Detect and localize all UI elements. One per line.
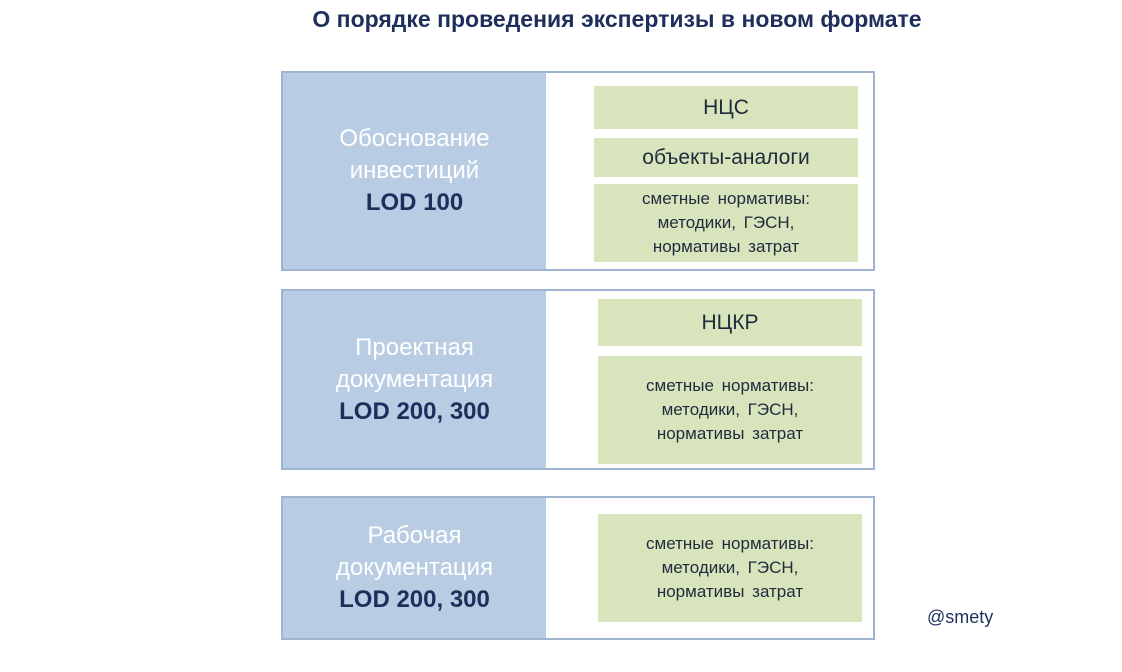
item-ncs: НЦС [594, 86, 858, 129]
item-estimate-norms: сметные нормативы: методики, ГЭСН, норма… [594, 184, 858, 262]
stage-name-line2: документация [335, 554, 494, 581]
stage-lod: LOD 200, 300 [339, 586, 490, 613]
item-estimate-norms: сметные нормативы: методики, ГЭСН, норма… [598, 514, 862, 622]
stage-panel: Обоснование инвестиций LOD 100 [283, 73, 546, 269]
stage-block-investment: Обоснование инвестиций LOD 100 НЦС объек… [281, 71, 875, 271]
stage-block-working-docs: Рабочая документация LOD 200, 300 сметны… [281, 496, 875, 640]
stage-name-line1: Обоснование [339, 125, 490, 152]
stage-panel: Рабочая документация LOD 200, 300 [283, 498, 546, 638]
item-estimate-norms: сметные нормативы: методики, ГЭСН, норма… [598, 356, 862, 464]
page-title: О порядке проведения экспертизы в новом … [312, 6, 922, 32]
item-nckr: НЦКР [598, 299, 862, 346]
stage-name-line1: Рабочая [367, 522, 462, 549]
stage-block-project-docs: Проектная документация LOD 200, 300 НЦКР… [281, 289, 875, 470]
stage-panel: Проектная документация LOD 200, 300 [283, 291, 546, 468]
stage-name-line2: документация [335, 365, 494, 393]
author-credit: @smety [927, 607, 994, 627]
stage-lod: LOD 200, 300 [339, 397, 490, 425]
stage-name-line1: Проектная [355, 333, 474, 361]
stage-lod: LOD 100 [365, 189, 464, 216]
stage-name-line2: инвестиций [349, 157, 480, 184]
item-analog-objects: объекты-аналоги [594, 138, 858, 177]
